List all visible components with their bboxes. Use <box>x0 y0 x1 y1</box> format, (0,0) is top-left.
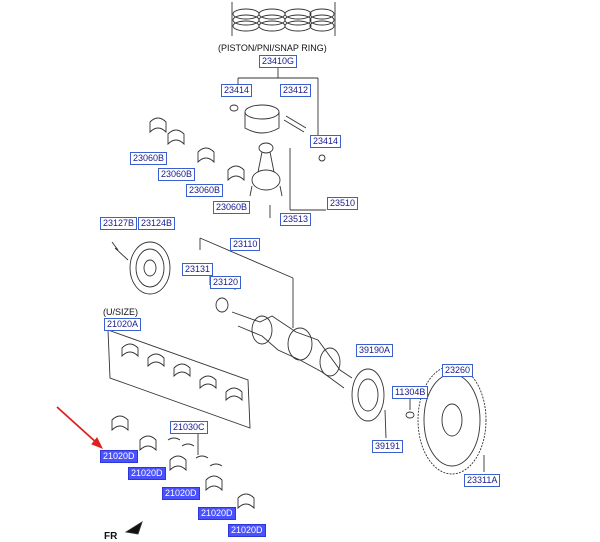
part-21020d-4-link[interactable]: 21020D <box>198 507 236 520</box>
part-21020d-3-link[interactable]: 21020D <box>162 487 200 500</box>
part-21020d-1-link[interactable]: 21020D <box>100 450 138 463</box>
part-23131-link[interactable]: 23131 <box>182 263 214 276</box>
crankshaft-illustration <box>215 297 353 389</box>
connecting-rod-illustration <box>249 142 326 218</box>
part-23110-link[interactable]: 23110 <box>230 238 261 251</box>
part-23414-upper-link[interactable]: 23414 <box>221 84 253 97</box>
main-bearing-shells <box>121 343 243 402</box>
lower-bearing-shells <box>111 415 255 510</box>
part-21020a-link[interactable]: 21020A <box>104 318 142 331</box>
crank-pulley-illustration <box>111 241 171 295</box>
part-23060b-2-link[interactable]: 23060B <box>158 168 196 181</box>
part-23127b-link[interactable]: 23127B <box>100 217 138 230</box>
piston-group-caption: (PISTON/PNI/SNAP RING) <box>218 43 327 53</box>
piston-rings-illustration <box>231 2 336 36</box>
part-39191-link[interactable]: 39191 <box>372 440 404 453</box>
usize-caption: (U/SIZE) <box>103 307 138 317</box>
drive-plate-illustration <box>351 368 415 439</box>
part-23410g-link[interactable]: 23410G <box>259 55 298 68</box>
part-23060b-4-link[interactable]: 23060B <box>213 201 251 214</box>
conrod-bearing-shells <box>149 117 245 182</box>
part-23060b-1-link[interactable]: 23060B <box>130 152 168 165</box>
part-23513-link[interactable]: 23513 <box>280 213 312 226</box>
part-21020d-5-link[interactable]: 21020D <box>228 524 266 537</box>
fr-caption: FR <box>104 531 118 542</box>
fr-direction-icon <box>124 520 143 535</box>
part-21030c-link[interactable]: 21030C <box>170 421 208 434</box>
part-11304b-link[interactable]: 11304B <box>392 386 429 399</box>
part-23414-lower-link[interactable]: 23414 <box>310 135 342 148</box>
red-pointer-arrow-icon <box>56 406 104 449</box>
part-23510-link[interactable]: 23510 <box>327 197 359 210</box>
part-21020d-2-link[interactable]: 21020D <box>128 467 166 480</box>
part-23060b-3-link[interactable]: 23060B <box>186 184 224 197</box>
part-39190a-link[interactable]: 39190A <box>356 344 394 357</box>
part-23120-link[interactable]: 23120 <box>210 276 242 289</box>
flywheel-illustration <box>417 365 487 475</box>
part-23124b-link[interactable]: 23124B <box>138 217 176 230</box>
piston-illustration <box>229 104 326 162</box>
part-23412-link[interactable]: 23412 <box>280 84 312 97</box>
part-23311a-link[interactable]: 23311A <box>464 474 501 487</box>
part-23260-link[interactable]: 23260 <box>442 364 474 377</box>
